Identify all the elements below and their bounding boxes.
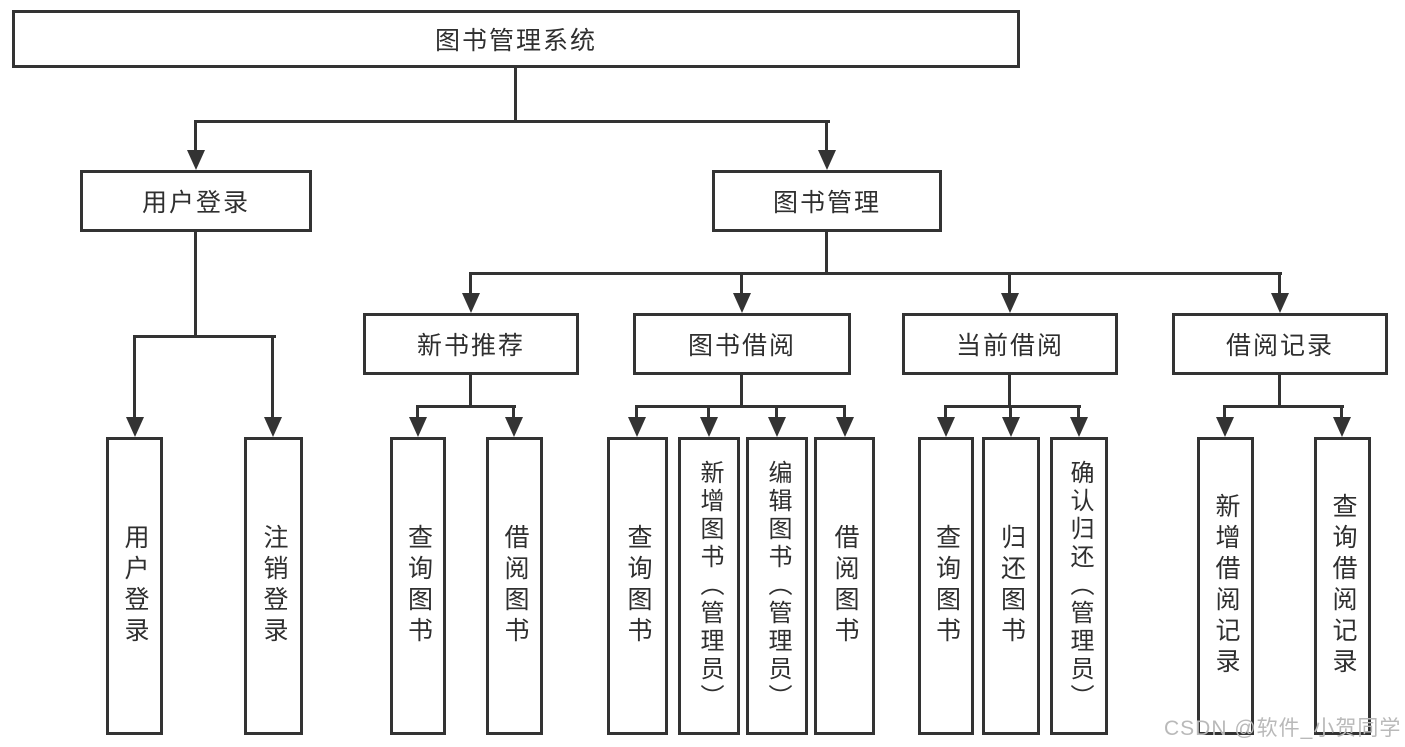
node-label: 新增借阅记录 <box>1212 493 1240 679</box>
connector-line <box>740 272 743 295</box>
node-book-management: 图书管理 <box>712 170 942 232</box>
leaf-bb-borrow-books: 借阅图书 <box>814 437 875 735</box>
leaf-cb-return-books: 归还图书 <box>982 437 1040 735</box>
arrow-down-icon <box>264 417 282 437</box>
connector-line <box>843 405 846 419</box>
watermark: CSDN @软件_小贺同学 <box>1164 717 1402 740</box>
connector-line <box>469 375 472 405</box>
leaf-bb-add-books-admin: 新增图书（管理员） <box>678 437 740 735</box>
node-label: 图书管理 <box>772 189 881 217</box>
connector-line <box>1278 272 1281 295</box>
node-label: 查询图书 <box>624 524 652 648</box>
arrow-down-icon <box>733 293 751 313</box>
connector-line <box>1223 405 1226 419</box>
node-label: 用户登录 <box>141 189 250 217</box>
connector-line <box>707 405 710 419</box>
arrow-down-icon <box>187 150 205 170</box>
leaf-user-login: 用户登录 <box>106 437 163 735</box>
leaf-bb-query-books: 查询图书 <box>607 437 668 735</box>
arrow-down-icon <box>505 417 523 437</box>
connector-line <box>469 272 1282 275</box>
node-label: 借阅记录 <box>1225 332 1334 360</box>
connector-line <box>944 405 1081 408</box>
node-library-management-system: 图书管理系统 <box>12 10 1020 68</box>
arrow-down-icon <box>818 150 836 170</box>
connector-line <box>1077 405 1080 419</box>
arrow-down-icon <box>937 417 955 437</box>
arrow-down-icon <box>768 417 786 437</box>
node-label: 归还图书 <box>997 524 1026 648</box>
arrow-down-icon <box>126 417 144 437</box>
leaf-br-add-record: 新增借阅记录 <box>1197 437 1254 735</box>
connector-line <box>1008 375 1011 405</box>
node-label: 新书推荐 <box>416 332 525 360</box>
connector-line <box>133 335 276 338</box>
connector-line <box>740 375 743 405</box>
node-label: 借阅图书 <box>501 524 529 648</box>
node-label: 注销登录 <box>260 524 288 648</box>
connector-line <box>512 405 515 419</box>
leaf-nb-query-books: 查询图书 <box>390 437 446 735</box>
arrow-down-icon <box>1001 293 1019 313</box>
connector-line <box>635 405 638 419</box>
leaf-bb-edit-books-admin: 编辑图书（管理员） <box>746 437 808 735</box>
node-label: 当前借阅 <box>955 332 1064 360</box>
leaf-nb-borrow-books: 借阅图书 <box>486 437 543 735</box>
arrow-down-icon <box>836 417 854 437</box>
node-label: 查询图书 <box>932 524 961 648</box>
leaf-cb-confirm-return-admin: 确认归还（管理员） <box>1050 437 1108 735</box>
connector-line <box>194 232 197 335</box>
connector-line <box>944 405 947 419</box>
arrow-down-icon <box>1070 417 1088 437</box>
connector-line <box>194 120 197 152</box>
node-label: 图书管理系统 <box>434 27 597 55</box>
connector-line <box>1223 405 1344 408</box>
arrow-down-icon <box>1333 417 1351 437</box>
node-user-login: 用户登录 <box>80 170 312 232</box>
connector-line <box>825 232 828 272</box>
connector-line <box>775 405 778 419</box>
connector-line <box>825 120 828 152</box>
node-label: 编辑图书（管理员） <box>764 460 791 712</box>
node-label: 查询借阅记录 <box>1329 493 1357 679</box>
node-label: 查询图书 <box>404 524 433 648</box>
connector-line <box>1009 405 1012 419</box>
node-book-borrowing: 图书借阅 <box>633 313 851 375</box>
connector-line <box>416 405 516 408</box>
arrow-down-icon <box>628 417 646 437</box>
node-label: 新增图书（管理员） <box>696 460 723 712</box>
node-label: 确认归还（管理员） <box>1066 460 1093 712</box>
connector-line <box>133 335 136 419</box>
connector-line <box>194 120 830 123</box>
connector-line <box>635 405 846 408</box>
leaf-logout: 注销登录 <box>244 437 303 735</box>
node-label: 图书借阅 <box>687 332 796 360</box>
leaf-cb-query-books: 查询图书 <box>918 437 974 735</box>
arrow-down-icon <box>1271 293 1289 313</box>
connector-line <box>271 335 274 419</box>
arrow-down-icon <box>700 417 718 437</box>
connector-line <box>1008 272 1011 295</box>
arrow-down-icon <box>462 293 480 313</box>
connector-line <box>514 68 517 120</box>
node-label: 用户登录 <box>121 524 149 648</box>
connector-line <box>1340 405 1343 419</box>
node-borrowing-records: 借阅记录 <box>1172 313 1388 375</box>
node-new-book-recommend: 新书推荐 <box>363 313 579 375</box>
arrow-down-icon <box>409 417 427 437</box>
connector-line <box>469 272 472 295</box>
node-label: 借阅图书 <box>831 524 859 648</box>
node-current-borrowing: 当前借阅 <box>902 313 1118 375</box>
arrow-down-icon <box>1002 417 1020 437</box>
connector-line <box>1278 375 1281 405</box>
connector-line <box>416 405 419 419</box>
leaf-br-query-record: 查询借阅记录 <box>1314 437 1371 735</box>
arrow-down-icon <box>1216 417 1234 437</box>
